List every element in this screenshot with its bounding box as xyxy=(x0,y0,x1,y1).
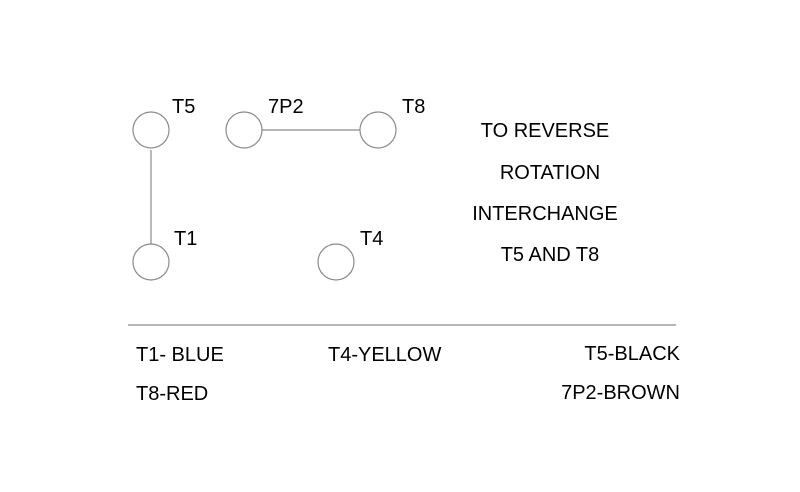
instruction-line-1: TO REVERSE xyxy=(480,120,610,142)
terminal-t5 xyxy=(132,111,170,149)
label-t8: T8 xyxy=(402,96,426,118)
terminal-7p2 xyxy=(225,111,263,149)
legend-t4: T4-YELLOW xyxy=(328,344,442,366)
terminal-t1 xyxy=(132,243,170,281)
instruction-line-2: ROTATION xyxy=(499,162,601,184)
instruction-line-4: T5 AND T8 xyxy=(500,244,600,266)
legend-t5: T5-BLACK xyxy=(584,343,680,365)
terminal-t4 xyxy=(317,243,355,281)
legend-t8: T8-RED xyxy=(136,383,209,405)
label-t4: T4 xyxy=(360,228,384,250)
legend-t1: T1- BLUE xyxy=(136,344,224,366)
legend-7p2: 7P2-BROWN xyxy=(561,382,680,404)
label-t1: T1 xyxy=(174,228,198,250)
label-t5: T5 xyxy=(172,96,196,118)
terminal-t8 xyxy=(359,111,397,149)
instruction-line-3: INTERCHANGE xyxy=(472,203,618,225)
label-7p2: 7P2 xyxy=(268,96,304,118)
